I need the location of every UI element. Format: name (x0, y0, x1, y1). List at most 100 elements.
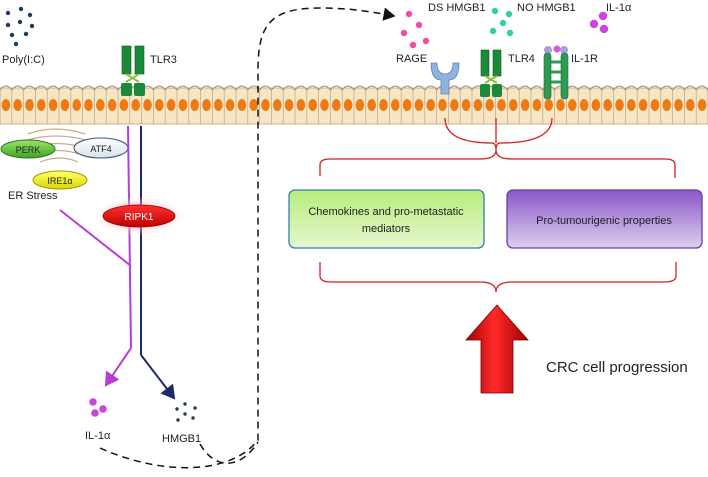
cell-nucleus (1, 99, 11, 111)
cell-nucleus (107, 99, 117, 111)
cell-nucleus (473, 99, 483, 111)
cell-nucleus (697, 99, 707, 111)
cell-nucleus (438, 99, 447, 111)
cell-nucleus (225, 99, 235, 111)
cell-nucleus (214, 99, 223, 111)
chemokines-label-line2: mediators (362, 223, 411, 235)
cell-nucleus (60, 99, 70, 111)
cell-nucleus (650, 99, 660, 111)
cell-nucleus (402, 99, 412, 111)
il1a-top-label: IL-1α (606, 2, 632, 14)
atf4-label: ATF4 (90, 144, 111, 154)
perk-label: PERK (16, 145, 41, 155)
cell-nucleus (662, 99, 671, 111)
cell-nucleus (308, 99, 318, 111)
crc-progression-label: CRC cell progression (546, 359, 688, 376)
hmgb1-bottom-dots-icon (175, 402, 197, 422)
epithelial-cell-layer (0, 85, 708, 125)
cell-nucleus (497, 99, 506, 111)
ds-hmgb1-label: DS HMGB1 (428, 2, 485, 14)
cell-nucleus (556, 99, 565, 111)
cell-nucleus (84, 99, 93, 111)
cell-nucleus (166, 99, 176, 111)
pro-tumourigenic-box (506, 189, 703, 249)
il1a-top-dots-icon (589, 11, 609, 34)
cell-nucleus (391, 99, 400, 111)
cell-nucleus (320, 99, 329, 111)
cell-nucleus (426, 99, 436, 111)
rage-label: RAGE (396, 53, 427, 65)
cell-nucleus (568, 99, 577, 111)
ripk1-label: RIPK1 (125, 212, 154, 223)
cell-nucleus (485, 99, 495, 111)
hmgb1-bottom-label: HMGB1 (162, 433, 201, 445)
cell-nucleus (686, 99, 695, 111)
cell-nucleus (355, 99, 365, 111)
cell-nucleus (532, 99, 542, 111)
tlr3-receptor-icon (121, 45, 145, 96)
cell-nucleus (273, 99, 282, 111)
hmgb1-dashed-path (199, 441, 259, 464)
cell-nucleus (461, 99, 471, 111)
cell-nucleus (414, 99, 424, 111)
signaling-lines (59, 125, 176, 400)
cell-nucleus (155, 99, 164, 111)
il1r-label: IL-1R (571, 53, 598, 65)
cell-nucleus (520, 99, 530, 111)
receptor-brace (319, 117, 676, 178)
cell-nucleus (379, 99, 388, 111)
cell-nucleus (119, 99, 129, 111)
cell-nucleus (131, 99, 140, 111)
cell-nucleus (249, 99, 258, 111)
cell-nucleus (25, 99, 34, 111)
chemokines-label-line1: Chemokines and pro-metastatic (308, 206, 464, 218)
tlr3-label: TLR3 (150, 54, 177, 66)
rage-receptor-icon (430, 62, 460, 95)
cell-nucleus (261, 99, 270, 111)
polyic-dots-icon (5, 6, 35, 47)
cell-nucleus (627, 99, 636, 111)
ds-hmgb1-dots-icon (400, 10, 430, 49)
cell-nucleus (544, 99, 553, 111)
cell-nucleus (615, 99, 624, 111)
cell-nucleus (579, 99, 589, 111)
cell-nucleus (143, 99, 152, 111)
cell-nucleus (638, 99, 648, 111)
cell-nucleus (343, 99, 353, 111)
ripk1-oval (102, 204, 176, 228)
il1a-bottom-dots-icon (89, 398, 107, 417)
tlr4-label: TLR4 (508, 53, 535, 65)
cell-nucleus (284, 99, 294, 111)
cell-nucleus (674, 99, 683, 111)
cell-nucleus (450, 99, 459, 111)
cell-nucleus (332, 99, 341, 111)
polyic-label: Poly(I:C) (2, 54, 45, 66)
ire1a-label: IRE1α (47, 176, 72, 186)
red-up-arrow-icon (465, 304, 529, 394)
cell-nucleus (367, 99, 377, 111)
no-hmgb1-label: NO HMGB1 (517, 2, 576, 14)
cell-nucleus (509, 99, 518, 111)
cell-nucleus (178, 99, 188, 111)
ire1a-oval (32, 170, 88, 190)
cell-nucleus (237, 99, 247, 111)
no-hmgb1-dots-icon (489, 7, 514, 37)
cell-nucleus (48, 99, 58, 111)
er-stress-label: ER Stress (8, 190, 58, 202)
cell-nucleus (202, 99, 211, 111)
cell-nucleus (190, 99, 199, 111)
perk-oval (0, 139, 56, 159)
il1a-bottom-label: IL-1α (85, 430, 111, 442)
box-brace (319, 262, 677, 293)
cell-nucleus (603, 99, 612, 111)
cell-nucleus (591, 99, 601, 111)
cell-nucleus (72, 99, 81, 111)
cell-nucleus (296, 99, 306, 111)
tlr4-receptor-icon (480, 49, 502, 97)
il1r-receptor-icon (543, 45, 569, 100)
cell-nucleus (13, 99, 22, 111)
chemokines-box (288, 189, 485, 249)
cell-nucleus (96, 99, 105, 111)
pro-tumourigenic-label: Pro-tumourigenic properties (536, 215, 672, 227)
